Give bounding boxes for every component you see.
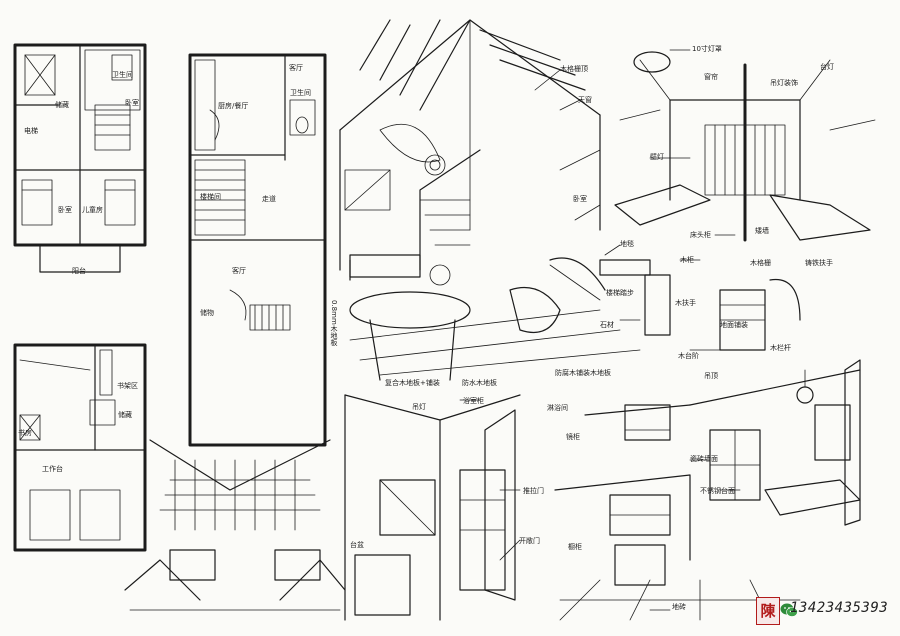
label-wood-steps: 木台阶: [678, 352, 699, 360]
contact-phone-number: 13423435393: [790, 600, 889, 616]
label-anticorrosion-floor: 防腐木铺装木地板: [555, 369, 611, 377]
plan-label-study: 书房: [18, 429, 32, 437]
label-nightstand: 床头柜: [690, 231, 711, 239]
plan-label-bath-1: 卫生间: [112, 71, 133, 79]
label-wood-railing: 木栏杆: [770, 344, 791, 352]
label-stair-tread: 楼梯踏步: [606, 289, 634, 297]
floor-plan-top-mid: [188, 53, 327, 447]
plan-label-bath-2: 卫生间: [290, 89, 311, 97]
label-steel-counter: 不锈钢台面: [700, 487, 735, 495]
label-suspended-ceiling: 吊顶: [704, 372, 718, 380]
label-composite-floor: 复合木地板+铺装: [385, 379, 440, 387]
plan-label-storage-b: 储藏: [118, 411, 132, 419]
label-pendant-lamp: 吊灯: [412, 403, 426, 411]
plan-label-living-top: 客厅: [289, 64, 303, 72]
label-mirror-cabinet: 镜柜: [566, 433, 580, 441]
label-floor-tile: 地砖: [672, 603, 686, 611]
label-stone: 石材: [600, 321, 614, 329]
label-waterproof-floor: 防水木地板: [462, 379, 497, 387]
floor-plan-top-left: [13, 43, 147, 273]
label-wash-basin: 台盆: [350, 541, 364, 549]
label-vanity-cabinet: 浴室柜: [463, 397, 484, 405]
plan-label-storage: 储藏: [55, 101, 69, 109]
label-rug: 地毯: [620, 240, 634, 248]
label-floor-paving: 地面铺装: [720, 321, 748, 329]
artist-seal-stamp: 陳: [756, 597, 780, 625]
label-bedroom-persp: 卧室: [573, 195, 587, 203]
detail-stair: [549, 259, 801, 351]
label-wood-handrail: 木扶手: [675, 299, 696, 307]
plan-label-bookshelf: 书架区: [117, 382, 138, 390]
plan-label-kitchen: 厨房/餐厅: [218, 102, 249, 110]
perspective-bedroom: [614, 51, 876, 242]
plan-label-storage-mid: 储物: [200, 309, 214, 317]
label-sliding-door: 推拉门: [523, 487, 544, 495]
label-desk-lamp: 台灯: [820, 63, 834, 71]
label-shower-room: 淋浴间: [547, 404, 568, 412]
label-pendant-deco: 吊灯装饰: [770, 79, 798, 87]
wechat-icon: [780, 603, 798, 617]
plan-label-balcony: 阳台: [72, 267, 86, 275]
perspective-kitchen: [554, 359, 861, 621]
label-curtain: 窗帘: [704, 73, 718, 81]
label-grille: 木格栅: [750, 259, 771, 267]
plan-label-corridor: 走道: [262, 195, 276, 203]
perspective-main-attic: [339, 19, 641, 381]
label-wood-floor-08: 0.8mm木地板: [330, 300, 338, 346]
perspective-terrace: [124, 439, 346, 611]
plan-label-living: 客厅: [232, 267, 246, 275]
plan-label-kids-room: 儿童房: [82, 206, 103, 214]
label-cabinet: 木柜: [680, 256, 694, 264]
plan-label-elevator: 电梯: [24, 127, 38, 135]
plan-label-stairwell: 楼梯间: [200, 193, 221, 201]
label-tile-wall: 瓷砖墙面: [690, 455, 718, 463]
label-skylight: 天窗: [578, 96, 592, 104]
label-lampshade: 10寸灯罩: [692, 45, 722, 53]
plan-label-workbench: 工作台: [42, 465, 63, 473]
label-iron-handrail: 铸铁扶手: [805, 259, 833, 267]
perspective-bathroom: [344, 394, 521, 621]
leader-lines: [459, 49, 741, 611]
floor-plan-bottom-left: [13, 343, 147, 552]
label-open-door: 开敞门: [519, 537, 540, 545]
label-wood-grille-ceiling: 木格栅顶: [560, 65, 588, 73]
label-cupboard: 橱柜: [568, 543, 582, 551]
label-wall-lamp: 壁灯: [650, 153, 664, 161]
label-low-wall: 矮墙: [755, 227, 769, 235]
plan-label-bedroom-1: 卧室: [58, 206, 72, 214]
plan-label-bedroom-2: 卧室: [125, 99, 139, 107]
